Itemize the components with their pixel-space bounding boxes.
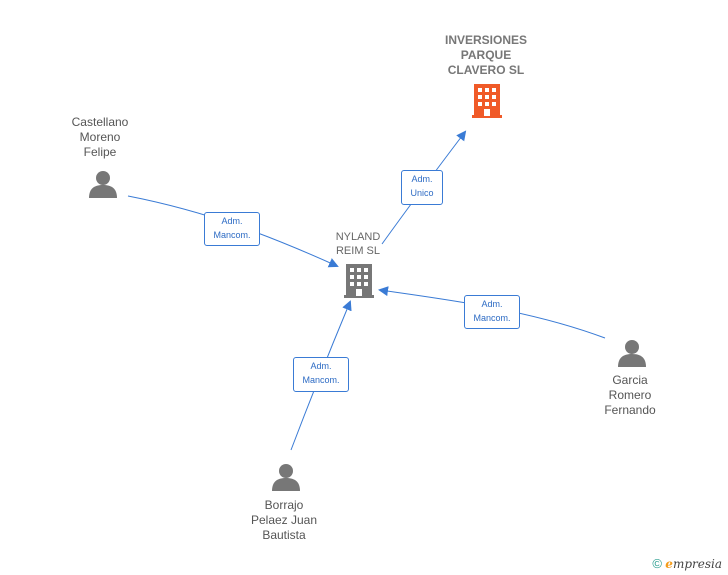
copyright-icon: © [652,556,662,571]
label-line: Bautista [262,528,306,542]
relation-line: Mancom. [473,313,511,323]
relation-label-adm-mancom-borrajo[interactable]: Adm. Mancom. [293,357,349,392]
relation-label-adm-mancom-garcia[interactable]: Adm. Mancom. [464,295,520,329]
relation-line: Mancom. [302,375,340,385]
relation-label-adm-mancom-castellano[interactable]: Adm. Mancom. [204,212,260,246]
relation-label-adm-unico[interactable]: Adm. Unico [401,170,443,205]
relation-line: Mancom. [213,230,251,240]
relation-line: Adm. [221,216,243,226]
relation-line: Adm. [310,361,332,371]
label-line: INVERSIONES [444,33,528,47]
company-label-nyland[interactable]: NYLAND REIM SL [322,230,394,258]
label-line: Castellano [71,115,129,129]
label-line: Fernando [604,403,656,417]
person-icon[interactable] [618,340,646,367]
label-line: PARQUE [460,48,512,62]
brand-name: mpresia [672,557,722,571]
label-line: NYLAND [335,231,381,243]
person-icon[interactable] [89,171,117,198]
company-label-inversiones[interactable]: INVERSIONES PARQUE CLAVERO SL [430,33,542,78]
label-line: Felipe [83,145,117,159]
label-line: Garcia [612,373,648,387]
relation-line: Adm. [481,299,503,309]
label-line: Moreno [79,130,121,144]
relation-line: Adm. [411,174,433,184]
label-line: REIM SL [335,245,380,257]
brand-watermark: © empresia [652,556,722,571]
person-label-castellano[interactable]: Castellano Moreno Felipe [56,115,144,160]
label-line: Romero [608,388,652,402]
person-label-borrajo[interactable]: Borrajo Pelaez Juan Bautista [238,498,330,543]
building-icon[interactable] [472,84,502,118]
building-icon[interactable] [344,264,374,298]
relation-line: Unico [410,188,434,198]
person-icon[interactable] [272,464,300,491]
brand-initial: e [665,557,673,571]
person-label-garcia[interactable]: Garcia Romero Fernando [588,373,672,418]
label-line: Borrajo [264,498,304,512]
label-line: Pelaez Juan [250,513,318,527]
label-line: CLAVERO SL [447,63,525,77]
